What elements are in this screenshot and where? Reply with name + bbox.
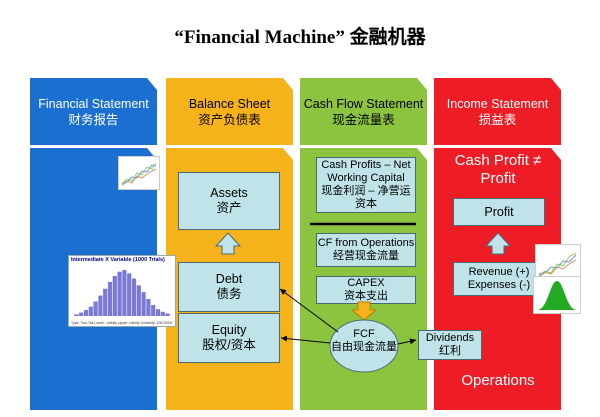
histogram-bar xyxy=(155,309,161,316)
histogram-bar xyxy=(127,273,132,316)
header-en: Cash Flow Statement xyxy=(303,97,424,111)
histogram-bar xyxy=(165,313,170,316)
expenses-label: Expenses (-) xyxy=(467,279,531,291)
thumbnail-line-chart-1 xyxy=(118,156,160,190)
histogram-bar xyxy=(112,275,117,316)
histogram-plot xyxy=(74,270,170,316)
histogram-inset: Intermediate X Variable (1000 Trials) Ty… xyxy=(68,255,176,327)
cf-operations-box: CF from Operations 经营现金流量 xyxy=(316,233,416,267)
histogram-footer: Type: Two-Tail Lower: -Infinity Upper: I… xyxy=(71,321,173,325)
histogram-bar xyxy=(122,270,127,316)
dividends-en: Dividends xyxy=(425,332,475,344)
revenue-expenses-box: Revenue (+) Expenses (-) xyxy=(453,262,545,296)
header-en: Balance Sheet xyxy=(188,97,271,111)
histogram-bar xyxy=(74,314,79,316)
assets-box: Assets 资产 xyxy=(178,172,280,230)
header-financial-statement: Financial Statement 财务报告 xyxy=(30,79,157,145)
fcf-en: FCF xyxy=(353,328,375,340)
histogram-bar xyxy=(160,311,165,316)
capex-box: CAPEX 资本支出 xyxy=(316,276,416,304)
histogram-bar xyxy=(79,312,84,316)
histogram-bar xyxy=(117,271,122,316)
header-zh: 财务报告 xyxy=(68,113,119,127)
page-title: “Financial Machine” 金融机器 xyxy=(174,27,426,48)
fcf-label: FCF 自由现金流量 xyxy=(330,328,398,354)
cash-profits-en: Cash Profits – Net Working Capital xyxy=(321,159,411,184)
debt-zh: 债务 xyxy=(216,287,242,301)
header-en: Financial Statement xyxy=(38,97,149,111)
cf-operations-en: CF from Operations xyxy=(317,237,415,249)
profit-label: Profit xyxy=(484,204,514,219)
histogram-bar xyxy=(93,301,98,316)
operations-label: Operations xyxy=(461,372,535,389)
capex-zh: 资本支出 xyxy=(344,290,388,302)
header-income-statement: Income Statement 损益表 xyxy=(434,79,561,145)
histogram-bar xyxy=(107,281,113,316)
cash-profits-box: Cash Profits – Net Working Capital 现金利润 … xyxy=(316,157,416,213)
assets-zh: 资产 xyxy=(216,201,242,215)
cash-profit-heading: Cash Profit ≠ Profit xyxy=(454,152,542,187)
thumbnail-line-chart-2 xyxy=(535,244,581,282)
header-en: Income Statement xyxy=(446,97,549,111)
assets-en: Assets xyxy=(210,186,248,200)
histogram-bar xyxy=(136,285,141,316)
debt-box: Debt 债务 xyxy=(178,262,280,312)
dividends-box: Dividends 红利 xyxy=(418,330,482,360)
header-zh: 损益表 xyxy=(478,113,517,127)
histogram-bar xyxy=(146,298,151,316)
fcf-zh: 自由现金流量 xyxy=(331,341,397,353)
histogram-bar xyxy=(103,288,108,316)
equity-zh: 股权/资本 xyxy=(202,338,256,352)
equity-en: Equity xyxy=(211,323,247,337)
histogram-bar xyxy=(131,278,137,316)
header-balance-sheet: Balance Sheet 资产负债表 xyxy=(166,79,293,145)
dividends-zh: 红利 xyxy=(439,345,461,357)
thumbnail-normal-curve xyxy=(533,276,581,314)
header-zh: 资产负债表 xyxy=(198,113,261,127)
cf-operations-zh: 经营现金流量 xyxy=(333,250,399,262)
revenue-label: Revenue (+) xyxy=(468,266,530,278)
histogram-bar xyxy=(151,304,156,316)
capex-en: CAPEX xyxy=(347,277,385,289)
header-zh: 现金流量表 xyxy=(332,113,395,127)
cash-profits-zh: 现金利润 – 净营运资本 xyxy=(321,185,411,210)
histogram-bar xyxy=(141,292,146,316)
header-cash-flow: Cash Flow Statement 现金流量表 xyxy=(300,79,427,145)
histogram-bar xyxy=(83,310,89,316)
histogram-bar xyxy=(88,306,93,316)
histogram-title: Intermediate X Variable (1000 Trials) xyxy=(71,257,165,263)
debt-en: Debt xyxy=(215,272,243,286)
equity-box: Equity 股权/资本 xyxy=(178,313,280,363)
profit-box: Profit xyxy=(453,198,545,226)
histogram-bar xyxy=(98,295,103,316)
